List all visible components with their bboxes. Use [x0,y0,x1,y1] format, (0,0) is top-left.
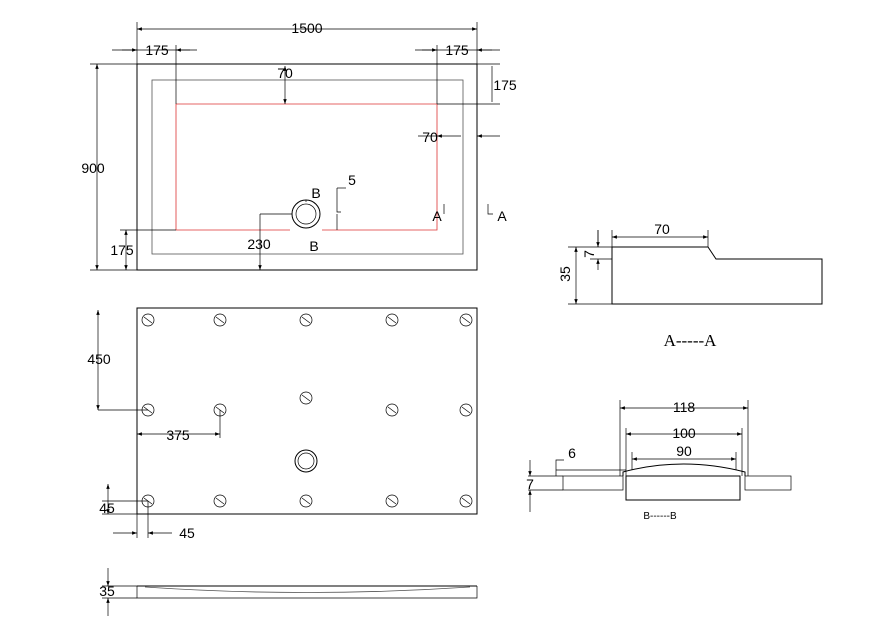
dim-b-7: 7 [526,476,534,492]
support-foot [141,313,155,327]
support-foot-mark [301,316,311,324]
dim-45-horizontal: 45 [179,525,195,541]
section-b-drain-cap [622,463,746,476]
dim-a-35: 35 [557,266,573,282]
dim-small: 5 [348,172,356,188]
dim-b-100: 100 [672,425,696,441]
dim-45-vertical: 45 [99,500,115,516]
support-foot-mark [387,497,397,505]
dim-450: 450 [87,351,111,367]
tray-slope-line-left [175,104,290,231]
dim-375: 375 [166,427,190,443]
dim-edge-left: 175 [145,42,169,58]
support-foot-mark [387,316,397,324]
section-a-right-label: A [497,208,507,224]
bottom-view: 450 375 45 45 [87,307,478,541]
section-mark-a [487,204,493,215]
tray-underside-outline [136,307,478,515]
dim-rim-right: 70 [422,129,438,145]
dim-drain: 230 [247,236,271,252]
section-b-title: B------B [643,511,677,522]
dim-a-70: 70 [654,221,670,237]
support-foot [299,494,313,508]
section-a-left-label: A [432,208,442,224]
drain-inner-circle [295,203,317,225]
dim-rim-top: 70 [277,65,293,81]
support-foot-mark [461,316,471,324]
dim-edge-bottom-left: 175 [110,242,134,258]
support-foot-mark [215,497,225,505]
dim-b-118: 118 [673,399,696,415]
support-foot [385,403,399,417]
section-b-drain-body [625,475,741,501]
support-foot [213,313,227,327]
support-foot [459,494,473,508]
tray-inner-rim [151,79,464,255]
section-b-b: 118 100 90 6 7 B------B [526,399,792,522]
dim-side-thickness: 35 [99,583,115,599]
tray-outline [136,63,478,271]
dim-edge-right: 175 [445,42,469,58]
tray-slope-line-right [176,103,438,231]
dim-overall-width: 1500 [291,20,322,36]
dim-b-90: 90 [676,443,692,459]
support-foot [459,313,473,327]
support-foot [385,494,399,508]
support-foot-mark [301,497,311,505]
section-b-floor-left [562,475,624,491]
section-a-a: 70 7 35 A-----A [557,221,823,350]
support-foot-mark [461,406,471,414]
support-foot [299,391,313,405]
dim-edge-right-side: 175 [493,77,517,93]
support-feet [141,313,473,508]
section-b-bottom-label: B [309,238,318,254]
support-foot [385,313,399,327]
top-view: 1500 175 175 175 70 70 900 175 [81,20,517,271]
support-foot-mark [143,316,153,324]
support-foot-mark [215,316,225,324]
section-a-title: A-----A [664,331,718,350]
support-foot-mark [461,497,471,505]
section-b-top-label: B [311,185,320,201]
support-foot [299,313,313,327]
side-view: 35 [99,568,478,616]
dim-b-6: 6 [568,445,576,461]
drain-underside-inner [297,452,315,470]
leader-line-b-6 [555,459,564,476]
dimension-line-small [336,188,341,213]
section-a-profile [611,246,823,305]
dim-a-7: 7 [581,250,597,258]
support-foot [213,494,227,508]
side-profile-outline [136,586,478,599]
support-foot [459,403,473,417]
dim-overall-depth: 900 [81,160,105,176]
support-foot-mark [301,394,311,402]
support-foot-mark [387,406,397,414]
side-profile-slope [144,586,471,593]
drain-underside-circle [294,449,318,473]
section-b-floor-right [744,475,792,491]
